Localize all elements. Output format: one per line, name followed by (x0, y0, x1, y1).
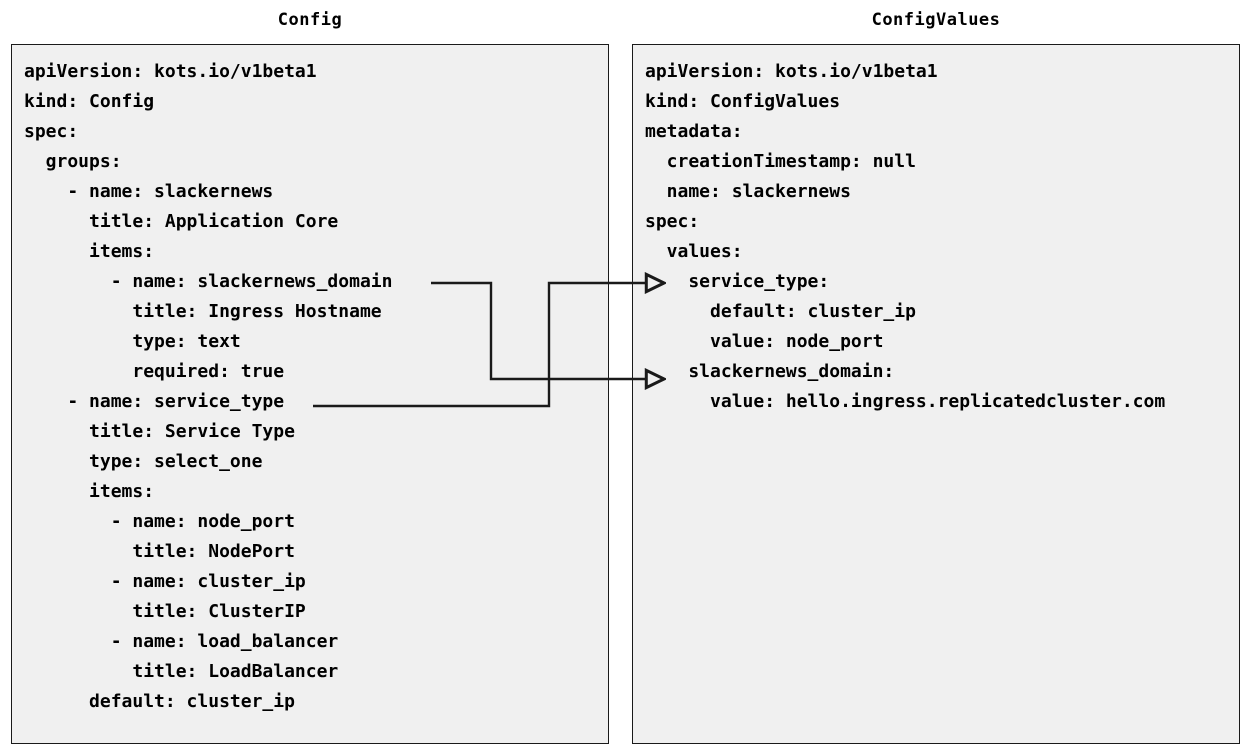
config-code-line: items: (24, 241, 155, 262)
config-code-line: - name: cluster_ip (24, 571, 306, 592)
configvalues-code-line: kind: ConfigValues (645, 91, 841, 112)
configvalues-yaml-panel: apiVersion: kots.io/v1beta1 kind: ConfigV… (632, 44, 1240, 744)
configvalues-code-line: name: slackernews (645, 181, 851, 202)
config-code-line: - name: slackernews_domain (24, 271, 393, 292)
config-code-line: title: Ingress Hostname (24, 301, 382, 322)
left-panel-title: Config (277, 10, 343, 30)
configvalues-code-line: values: (645, 241, 743, 262)
config-code-line: - name: service_type (24, 391, 285, 412)
configvalues-code-line: value: hello.ingress.replicatedcluster.c… (645, 391, 1166, 412)
configvalues-code-line: service_type: (645, 271, 830, 292)
config-code-line: type: text (24, 331, 241, 352)
config-code-line: groups: (24, 151, 122, 172)
configvalues-code-line: spec: (645, 211, 700, 232)
config-yaml-panel: apiVersion: kots.io/v1beta1 kind: Config s… (11, 44, 609, 744)
configvalues-code-line: metadata: (645, 121, 743, 142)
config-code-line: title: Application Core (24, 211, 339, 232)
config-code-line: title: LoadBalancer (24, 661, 339, 682)
config-code-line: apiVersion: kots.io/v1beta1 (24, 61, 317, 82)
configvalues-code-line: slackernews_domain: (645, 361, 895, 382)
config-code-line: title: NodePort (24, 541, 295, 562)
right-panel-title: ConfigValues (871, 10, 1001, 30)
config-code-line: title: ClusterIP (24, 601, 306, 622)
config-code-line: - name: load_balancer (24, 631, 339, 652)
config-code-line: kind: Config (24, 91, 155, 112)
config-code-line: - name: node_port (24, 511, 295, 532)
config-code-line: title: Service Type (24, 421, 295, 442)
configvalues-code-line: creationTimestamp: null (645, 151, 916, 172)
config-yaml-code: apiVersion: kots.io/v1beta1 kind: Config s… (12, 45, 392, 717)
config-code-line: spec: (24, 121, 79, 142)
config-code-line: default: cluster_ip (24, 691, 295, 712)
config-code-line: required: true (24, 361, 285, 382)
configvalues-yaml-code: apiVersion: kots.io/v1beta1 kind: ConfigV… (633, 45, 1165, 417)
config-code-line: items: (24, 481, 155, 502)
configvalues-code-line: default: cluster_ip (645, 301, 916, 322)
configvalues-code-line: value: node_port (645, 331, 884, 352)
configvalues-code-line: apiVersion: kots.io/v1beta1 (645, 61, 938, 82)
config-code-line: - name: slackernews (24, 181, 274, 202)
config-code-line: type: select_one (24, 451, 263, 472)
